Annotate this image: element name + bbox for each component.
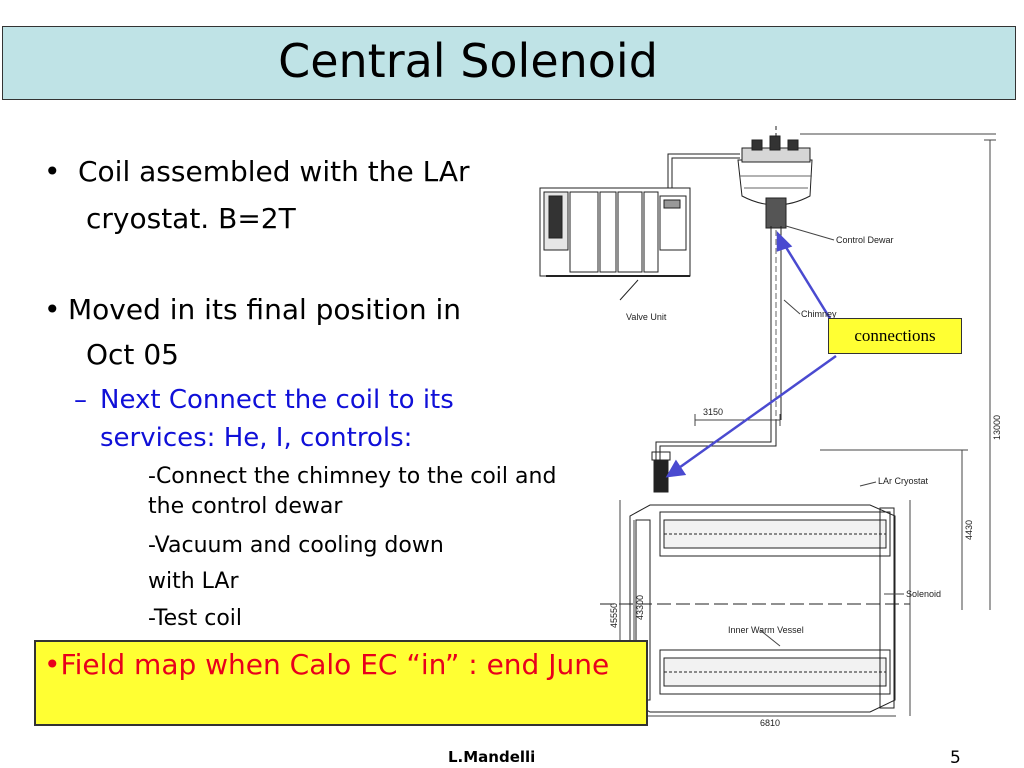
valve-unit-drawing (539, 153, 740, 301)
sub-sub-line-2: the control dewar (148, 494, 343, 519)
label-chimney: Chimney (801, 309, 837, 319)
sub-bullet-line-1: Next Connect the coil to its (100, 385, 454, 415)
chimney-drawing (651, 226, 782, 493)
dim-6810: 6810 (760, 718, 780, 728)
label-lar-cryostat: LAr Cryostat (878, 476, 929, 486)
label-valve-unit: Valve Unit (626, 312, 667, 322)
dim-5550: 45550 (609, 603, 619, 628)
sub-sub-line-5: -Test coil (148, 606, 243, 631)
bullet-2-line-1: Moved in its final position in (68, 293, 461, 326)
control-dewar-drawing (737, 126, 813, 229)
sub-sub-line-4: with LAr (148, 569, 239, 594)
label-control-dewar: Control Dewar (836, 235, 894, 245)
dim-3150: 3150 (703, 407, 723, 417)
connection-arrows (665, 230, 844, 478)
bullet-2-line-2: Oct 05 (86, 338, 179, 371)
dim-4430: 4430 (964, 520, 974, 540)
connections-callout: connections (828, 318, 962, 354)
bullet-2-marker: • (44, 293, 61, 326)
sub-bullet-marker: – (74, 385, 87, 415)
leader-lines (759, 225, 904, 647)
slide-title: Central Solenoid (278, 34, 658, 88)
dim-13000: 13000 (992, 415, 1002, 440)
sub-sub-line-1: -Connect the chimney to the coil and (148, 464, 557, 489)
bullet-1-line-1: Coil assembled with the LAr (78, 155, 470, 188)
highlight-text: •Field map when Calo EC “in” : end June (44, 648, 610, 681)
footer-author: L.Mandelli (448, 748, 536, 766)
title-box: Central Solenoid (2, 26, 1016, 100)
page-number: 5 (950, 748, 961, 768)
label-solenoid: Solenoid (906, 589, 941, 599)
sub-bullet-line-2: services: He, I, controls: (100, 423, 413, 453)
bullet-1-marker: • (44, 155, 61, 188)
cryostat-drawing (600, 504, 910, 713)
dim-3300: 43300 (635, 595, 645, 620)
bullet-1-line-2: cryostat. B=2T (86, 202, 296, 235)
sub-sub-line-3: -Vacuum and cooling down (148, 533, 444, 558)
highlight-box: •Field map when Calo EC “in” : end June (34, 640, 648, 726)
dimension-lines (619, 133, 996, 717)
label-inner-warm-vessel: Inner Warm Vessel (728, 625, 804, 635)
